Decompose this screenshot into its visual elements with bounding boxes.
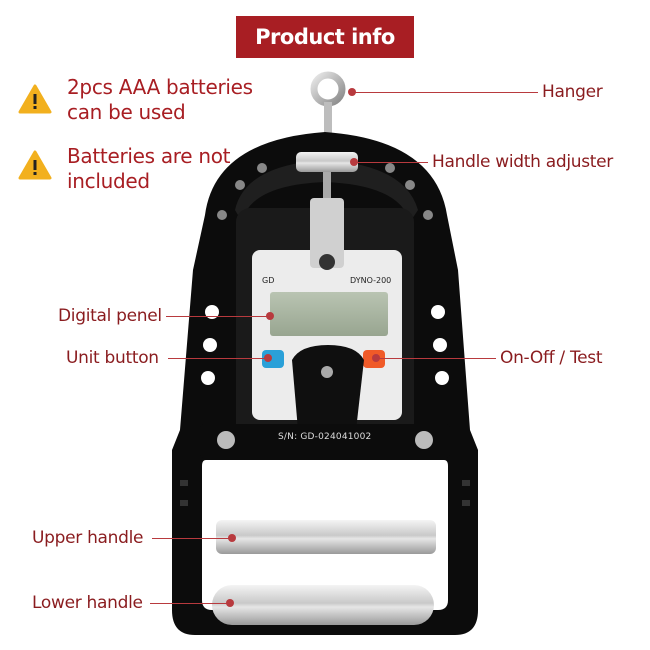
digital-panel-callout-dot <box>266 312 274 320</box>
battery-note-1: 2pcs AAA batteries can be used <box>67 75 253 125</box>
lower-handle-callout-dot <box>226 599 234 607</box>
hanger-callout-line <box>352 92 538 93</box>
battery-note-1-line2: can be used <box>67 100 186 124</box>
callout-digital-panel: Digital penel <box>58 306 162 326</box>
digital-panel-callout-line <box>166 316 270 317</box>
warning-icon <box>18 84 52 114</box>
callout-handle-width-adjuster: Handle width adjuster <box>432 152 613 172</box>
hanger-ring <box>310 71 346 107</box>
upper-handle-callout-dot <box>228 534 236 542</box>
battery-note-2: Batteries are not included <box>67 144 230 194</box>
callout-unit-button: Unit button <box>66 348 159 368</box>
callout-hanger: Hanger <box>542 82 603 102</box>
unit-button-callout-line <box>168 358 268 359</box>
warning-icon <box>18 150 52 180</box>
upper-handle-bar <box>216 520 436 554</box>
adjuster-callout-line <box>354 162 428 163</box>
lower-handle-callout-line <box>150 603 230 604</box>
upper-handle-callout-line <box>152 538 232 539</box>
callout-lower-handle: Lower handle <box>32 593 143 613</box>
model-name: DYNO-200 <box>350 276 392 285</box>
hanger-bolt <box>324 102 332 140</box>
product-info-banner: Product info <box>236 16 414 58</box>
lcd-screen <box>270 292 388 336</box>
battery-note-2-line1: Batteries are not <box>67 144 231 168</box>
brand-logo: GD <box>262 276 275 285</box>
handle-width-adjuster-knob <box>296 152 358 172</box>
unit-button-callout-dot <box>264 354 272 362</box>
battery-note-2-line2: included <box>67 169 150 193</box>
serial-number: S/N: GD-024041002 <box>278 432 372 442</box>
callout-on-off-test: On-Off / Test <box>500 348 603 368</box>
callout-upper-handle: Upper handle <box>32 528 144 548</box>
onoff-callout-line <box>376 358 496 359</box>
lower-handle-bar <box>212 585 434 625</box>
battery-note-1-line1: 2pcs AAA batteries <box>67 75 253 99</box>
